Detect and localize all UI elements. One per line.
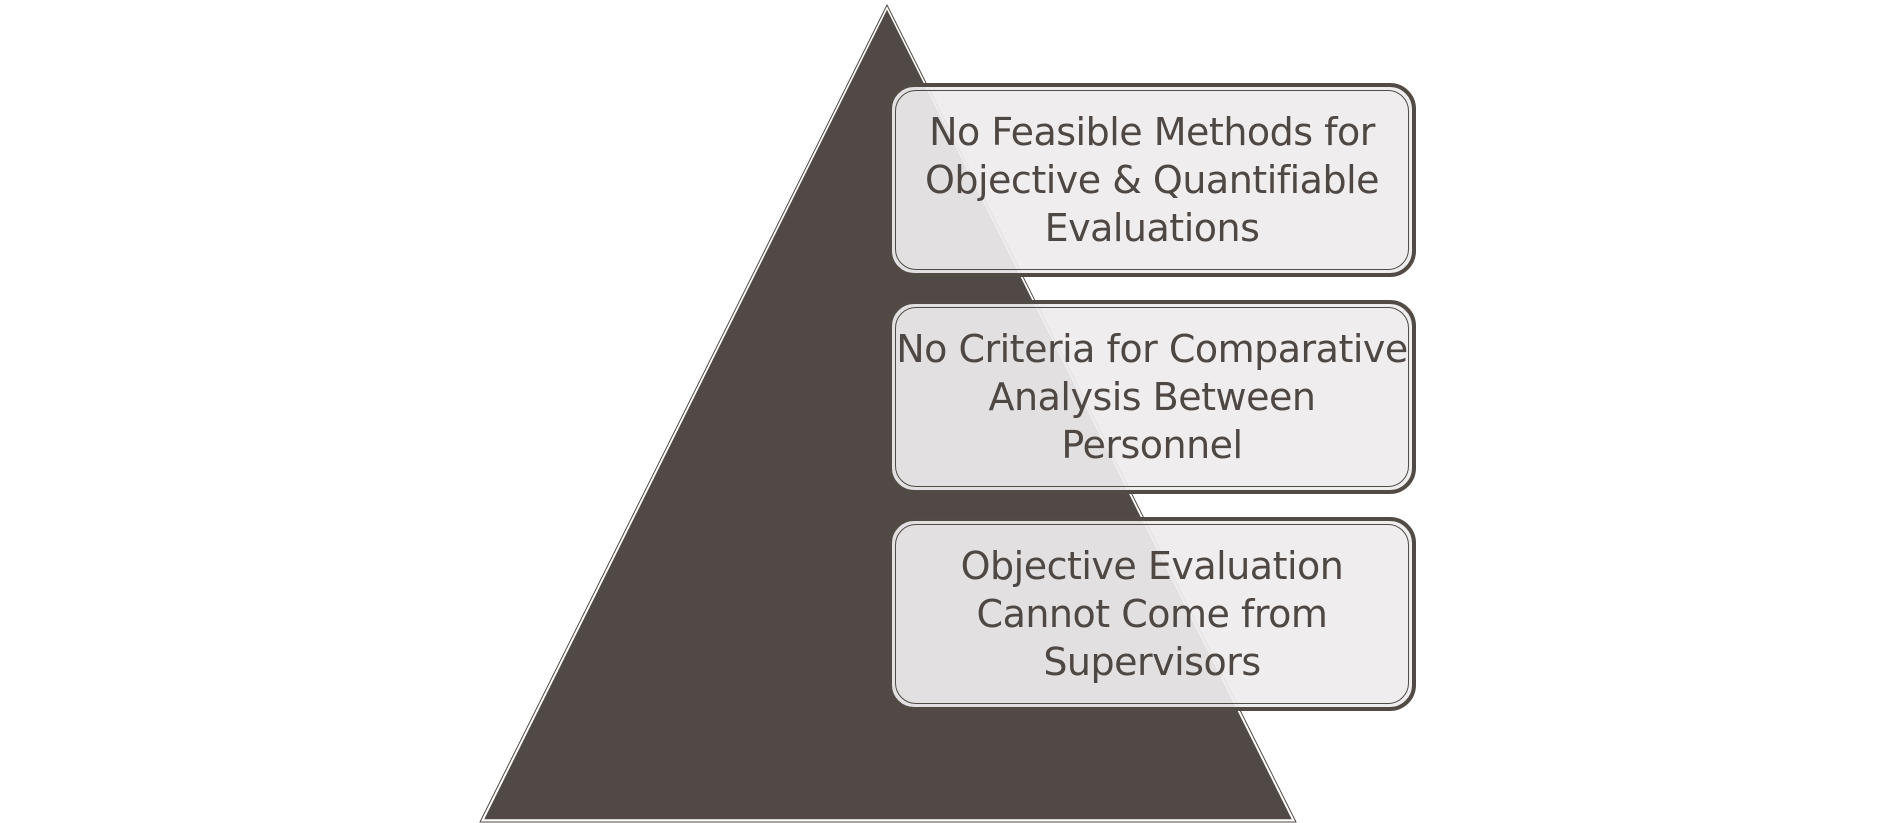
pyramid-item-inner-border: Objective Evaluation Cannot Come from Su… [895,524,1409,704]
pyramid-item-box: No Criteria for Comparative Analysis Bet… [888,300,1416,494]
pyramid-item-box: Objective Evaluation Cannot Come from Su… [888,517,1416,711]
pyramid-item-text: No Feasible Methods for Objective & Quan… [924,110,1380,250]
pyramid-item-text: No Criteria for Comparative Analysis Bet… [896,327,1408,467]
pyramid-item-inner-border: No Criteria for Comparative Analysis Bet… [895,307,1409,487]
pyramid-item-text: Objective Evaluation Cannot Come from Su… [960,544,1344,684]
pyramid-item-box: No Feasible Methods for Objective & Quan… [888,83,1416,277]
pyramid-item-inner-border: No Feasible Methods for Objective & Quan… [895,90,1409,270]
